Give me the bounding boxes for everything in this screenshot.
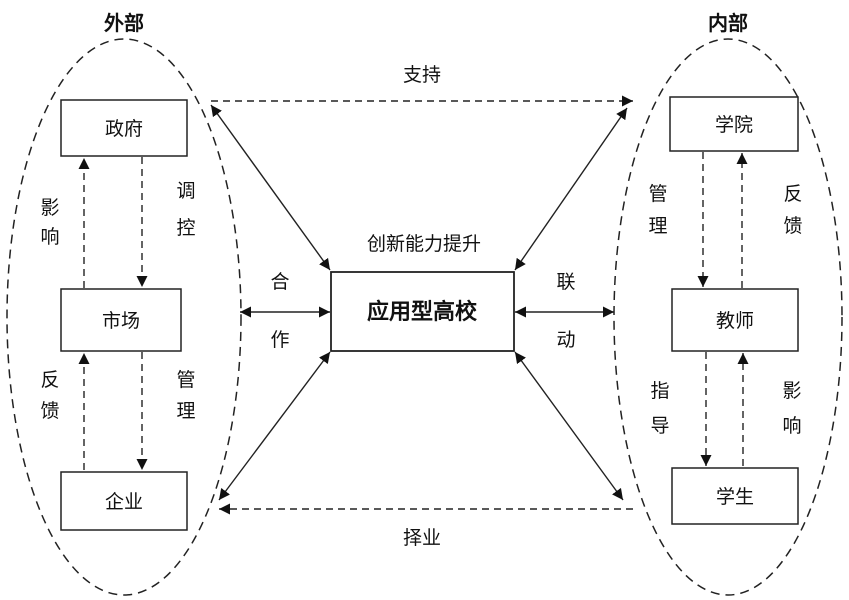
node-student: 学生 (671, 467, 799, 525)
internal-title: 内部 (708, 11, 748, 35)
label-cooperate-1: 合 (270, 271, 289, 293)
label-link-1: 联 (556, 271, 575, 293)
node-student-label: 学生 (716, 486, 754, 508)
label-external-regulate-2: 控 (176, 217, 195, 239)
node-enterprise: 企业 (60, 471, 188, 531)
center-label: 应用型高校 (367, 299, 478, 325)
external-title: 外部 (104, 11, 144, 35)
label-internal-guide-2: 导 (650, 415, 669, 437)
label-external-influence-2: 响 (40, 226, 59, 248)
label-internal-manage-1: 管 (648, 183, 667, 205)
node-college-label: 学院 (715, 114, 753, 136)
label-external-regulate-1: 调 (176, 180, 195, 202)
label-internal-influence-1: 影 (782, 380, 801, 402)
label-internal-feedback-2: 馈 (783, 215, 802, 237)
node-center: 应用型高校 (330, 271, 515, 352)
node-market-label: 市场 (102, 310, 140, 332)
label-link-2: 动 (556, 329, 575, 351)
label-external-influence-1: 影 (40, 197, 59, 219)
internal-group-ellipse (613, 38, 843, 596)
node-market: 市场 (60, 288, 182, 352)
edge-center-college (514, 107, 628, 271)
label-external-manage-2: 理 (176, 400, 195, 422)
node-government: 政府 (60, 99, 188, 157)
label-internal-guide-1: 指 (650, 380, 669, 402)
node-teacher: 教师 (671, 288, 799, 352)
node-enterprise-label: 企业 (105, 491, 143, 513)
label-external-manage-1: 管 (176, 369, 195, 391)
edge-center-student (514, 351, 624, 501)
edge-center-enterprise (218, 351, 331, 501)
edge-center-government (210, 104, 331, 271)
label-external-feedback-2: 馈 (40, 400, 59, 422)
label-internal-manage-2: 理 (648, 215, 667, 237)
label-support: 支持 (403, 64, 441, 86)
center-caption: 创新能力提升 (367, 233, 481, 255)
label-internal-feedback-1: 反 (783, 183, 802, 205)
node-teacher-label: 教师 (716, 310, 754, 332)
node-college: 学院 (669, 96, 799, 152)
label-external-feedback-1: 反 (40, 369, 59, 391)
node-government-label: 政府 (105, 118, 143, 140)
label-cooperate-2: 作 (270, 329, 289, 351)
label-internal-influence-2: 响 (782, 415, 801, 437)
label-choose: 择业 (403, 527, 441, 549)
